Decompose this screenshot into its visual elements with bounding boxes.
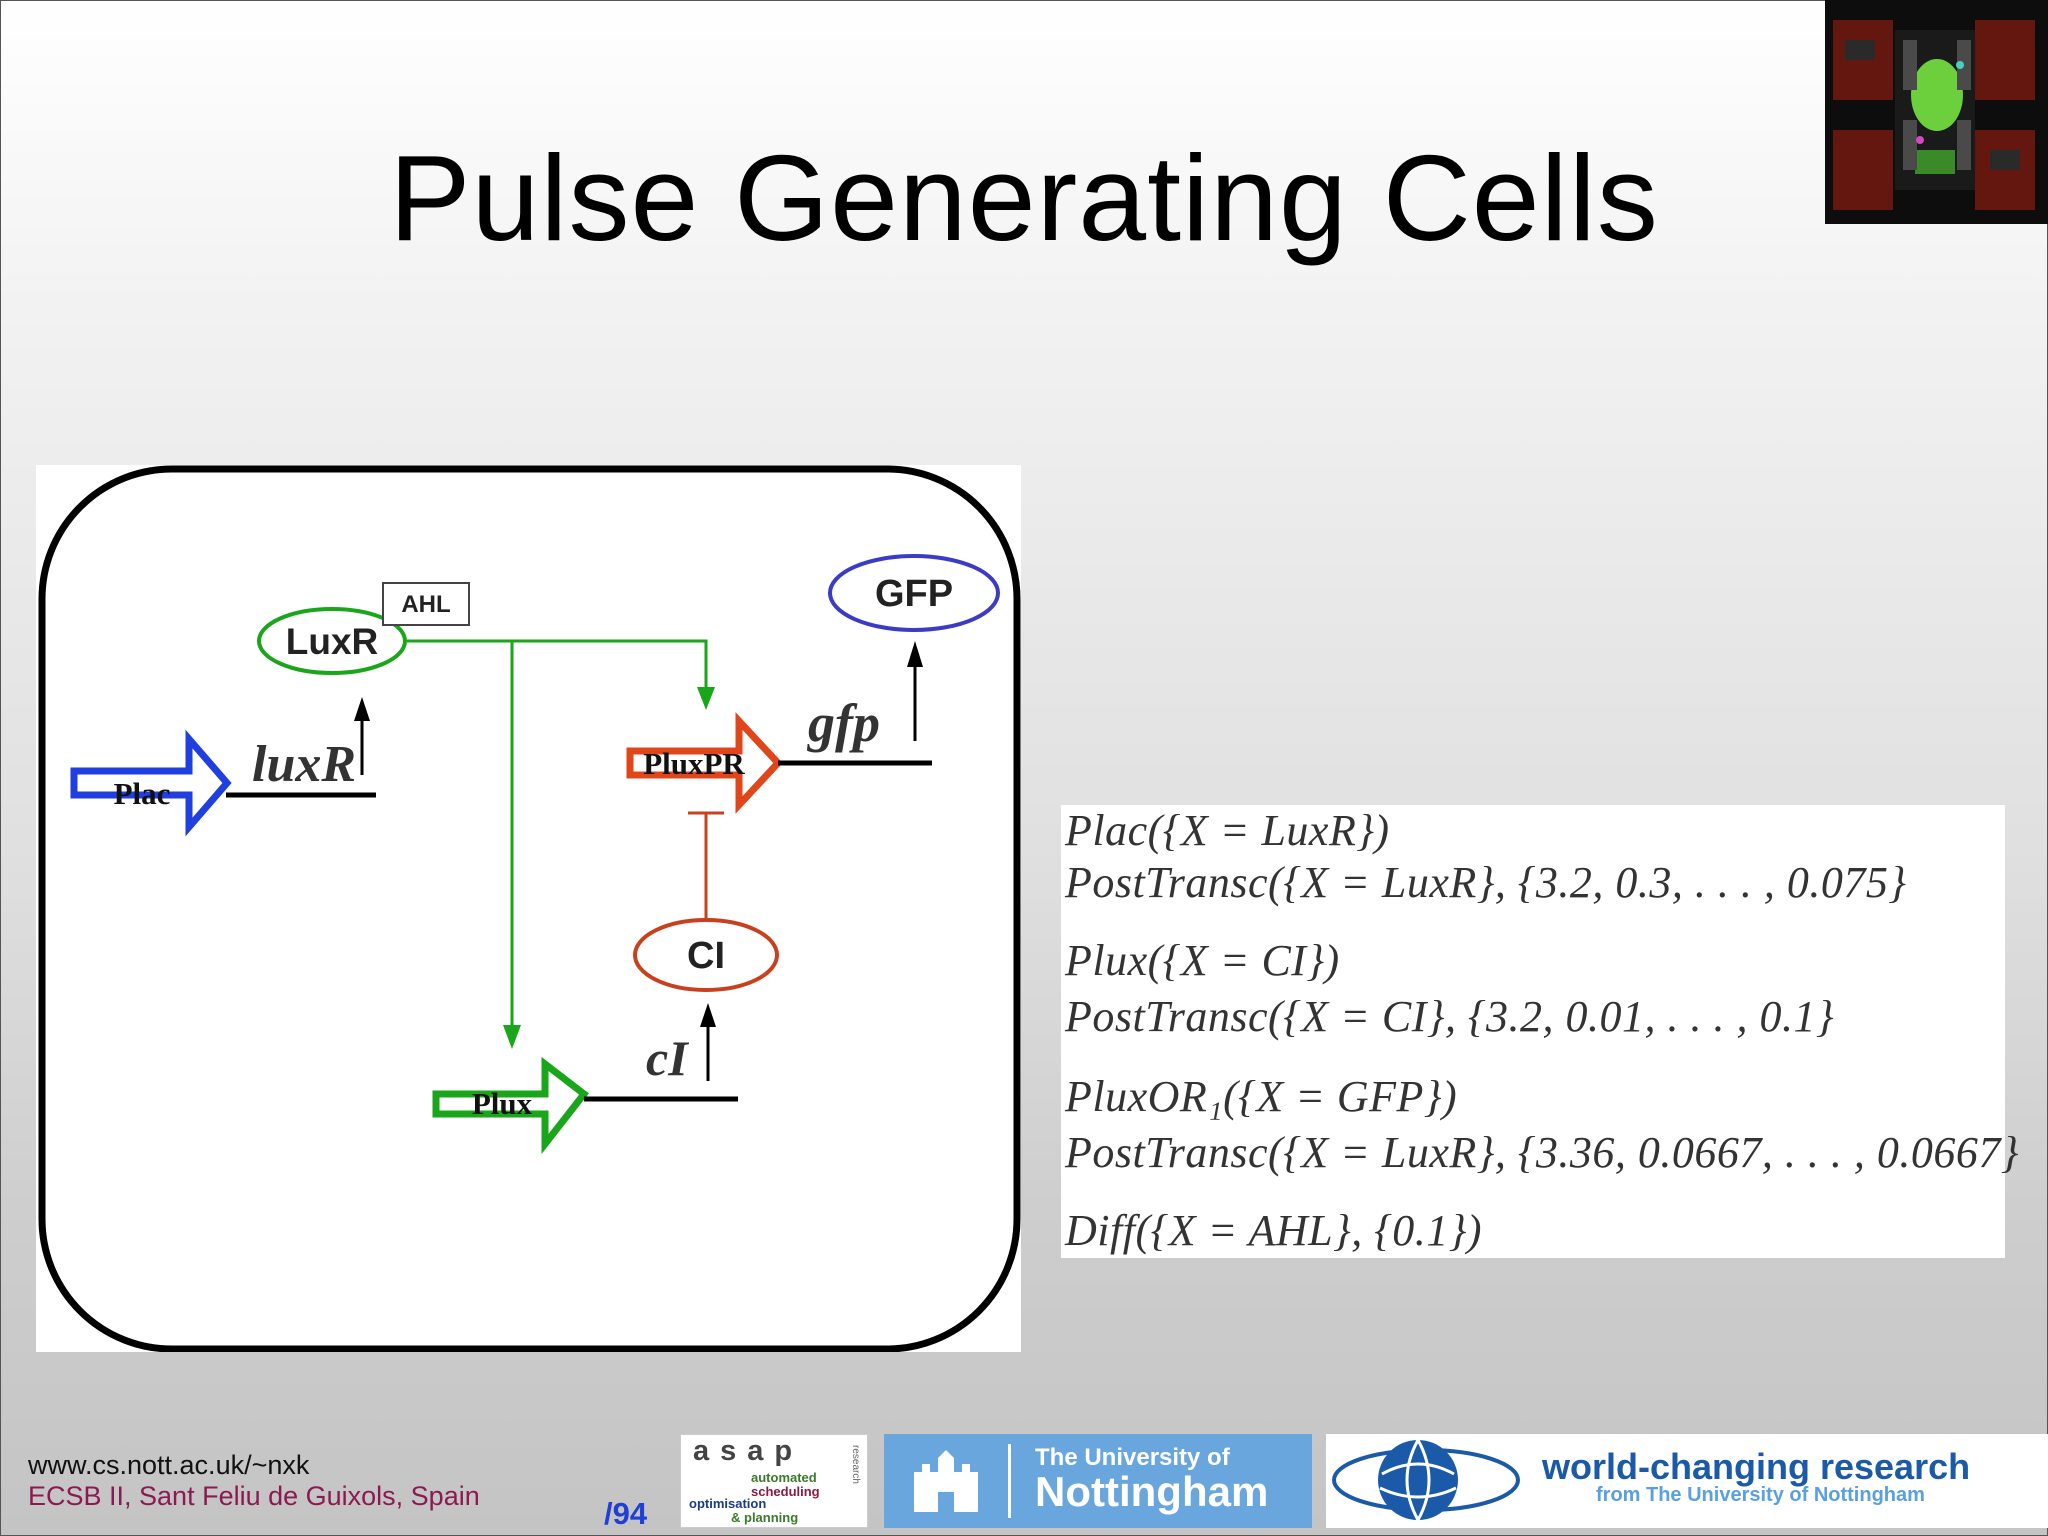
world-changing-research-logo: world-changing research from The Univers… — [1326, 1434, 2048, 1528]
corner-artwork-graphic — [1825, 0, 2048, 224]
gfp-gene-label: gfp — [807, 693, 880, 753]
asap-line-optimisation: optimisation — [689, 1496, 767, 1511]
ahl-box — [382, 582, 470, 626]
uon-line-1: The University of — [1035, 1444, 1230, 1471]
wcr-line-1: world-changing research — [1542, 1446, 1971, 1487]
equation-posttransc-luxr: PostTransc({X = LuxR}, {3.2, 0.3, . . . … — [1065, 858, 1907, 907]
footer-conference: ECSB II, Sant Feliu de Guixols, Spain — [28, 1481, 480, 1511]
asap-brand: asap — [693, 1435, 804, 1467]
ci-protein-node — [633, 918, 779, 992]
asap-line-automated: automated — [751, 1470, 817, 1485]
luxr-gene-label: luxR — [252, 736, 356, 793]
ci-protein-label: CI — [687, 935, 725, 977]
plac-label: Plac — [114, 776, 171, 811]
luxr-plux-arrowhead — [503, 1025, 521, 1049]
equation-diff-ahl: Diff({X = AHL}, {0.1}) — [1065, 1206, 1483, 1255]
gfp-expression-arrowhead — [907, 641, 923, 667]
diagram-panel: LuxR AHL GFP CI Plac luxR PluxPR gfp Plu… — [36, 465, 1021, 1353]
uon-line-2: Nottingham — [1035, 1468, 1269, 1515]
corner-artwork — [1825, 0, 2048, 224]
gfp-protein-label: GFP — [875, 573, 953, 615]
pluxpr-promoter-arrow — [626, 712, 783, 814]
ci-gene-label: cI — [646, 1030, 689, 1086]
plux-promoter-arrow — [432, 1056, 589, 1155]
plux-label: Plux — [472, 1086, 533, 1121]
equation-pluxor1-gfp: PluxOR₁({X = GFP}) — [1065, 1072, 1458, 1121]
university-of-nottingham-logo: The University of Nottingham — [884, 1434, 1312, 1528]
uon-divider — [1008, 1444, 1011, 1518]
equation-posttransc-ci: PostTransc({X = CI}, {3.2, 0.01, . . . ,… — [1065, 992, 1835, 1041]
page-number: /94 — [604, 1496, 648, 1531]
plac-promoter-arrow — [70, 729, 232, 837]
equation-posttransc-gfp: PostTransc({X = LuxR}, {3.36, 0.0667, . … — [1065, 1128, 2020, 1177]
equation-plac-luxr: Plac({X = LuxR}) — [1065, 806, 1390, 855]
asap-logo: asap automated scheduling optimisation &… — [680, 1434, 868, 1528]
slide-title: Pulse Generating Cells — [389, 130, 1659, 266]
wcr-line-2: from The University of Nottingham — [1596, 1484, 1925, 1506]
asap-line-planning: & planning — [731, 1510, 799, 1525]
luxr-expression-arrowhead — [354, 697, 370, 721]
circuit-diagram: LuxR AHL GFP CI Plac luxR PluxPR gfp Plu… — [38, 465, 1021, 1353]
luxr-to-pluxpr-line — [401, 639, 708, 695]
equations-panel: Plac({X = LuxR}) PostTransc({X = LuxR}, … — [1061, 805, 2019, 1258]
castle-icon — [914, 1450, 978, 1512]
asap-side-label: research — [850, 1445, 861, 1484]
ahl-label: AHL — [401, 591, 450, 618]
luxr-pluxpr-arrowhead — [697, 687, 715, 710]
footer-url: www.cs.nott.ac.uk/~nxk — [28, 1450, 310, 1480]
cell-outline — [38, 465, 1021, 1353]
gfp-protein-node — [828, 554, 1000, 632]
asap-line-scheduling: scheduling — [751, 1484, 820, 1499]
luxr-protein-label: LuxR — [286, 621, 379, 662]
equation-plux-ci: Plux({X = CI}) — [1065, 936, 1340, 985]
luxr-protein-node — [257, 607, 407, 675]
pluxpr-label: PluxPR — [643, 746, 745, 781]
ci-expression-arrowhead — [700, 1003, 716, 1027]
globe-icon — [1332, 1439, 1520, 1521]
